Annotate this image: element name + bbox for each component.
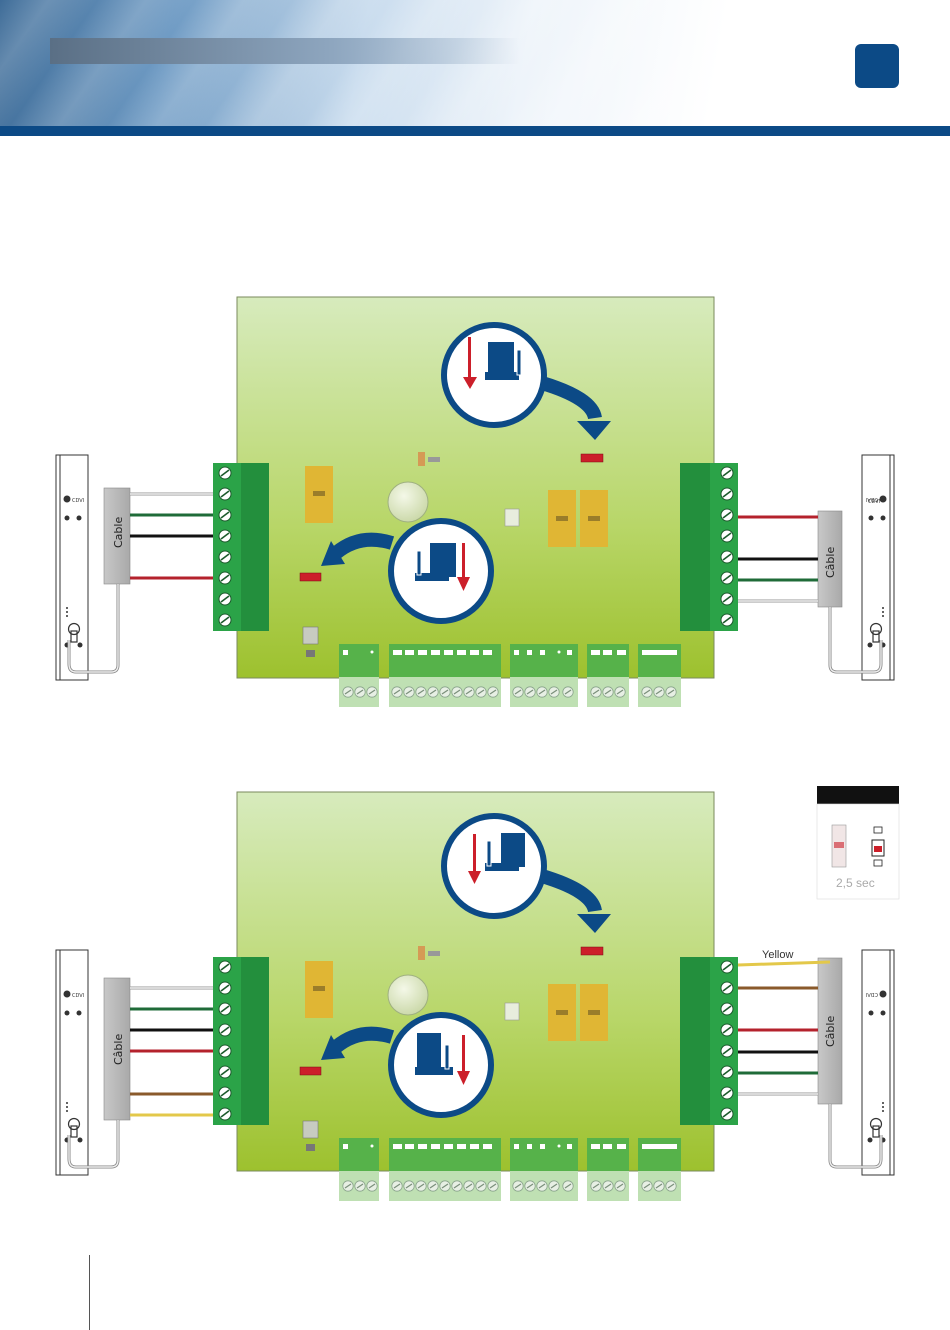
wire-label-yellow: Yellow: [762, 949, 793, 961]
electric-lock-left-2: [56, 950, 88, 1175]
resistor: [418, 452, 425, 466]
battery-cell-2: [388, 975, 428, 1015]
wires-right-2: [738, 962, 830, 1094]
jumper-detail-top-2: [444, 816, 544, 916]
jumper-detail-top: [444, 325, 544, 425]
electric-lock-left: [56, 455, 88, 680]
cable-label-left: Cable: [112, 517, 125, 548]
cable-label-right: Câble: [824, 547, 837, 578]
resistor-2: [418, 946, 425, 960]
chip: [505, 509, 519, 526]
connector-small: [303, 627, 318, 644]
chip-2: [505, 1003, 519, 1020]
cable-label-left-2: Câble: [112, 1034, 125, 1065]
terminal-block-left: [213, 463, 269, 631]
connector-small-2: [303, 1121, 318, 1138]
jumper-top-red-2: [581, 947, 603, 955]
electric-lock-right-2: [862, 950, 894, 1175]
lock-brand-right: CDVI: [868, 499, 880, 505]
wires-left-2: [130, 988, 225, 1115]
jumper-detail-bottom: [391, 521, 491, 621]
jumper-left-red: [300, 573, 321, 581]
jumper-detail-bottom-2: [391, 1015, 491, 1115]
electric-lock-right: [862, 455, 894, 680]
wires-right: [738, 517, 818, 601]
jumper-left-red-2: [300, 1067, 321, 1075]
terminal-block-right-2: [680, 957, 738, 1125]
battery-cell: [388, 482, 428, 522]
terminal-block-right: [680, 463, 738, 631]
jumper-top-red: [581, 454, 603, 462]
cable-label-right-2: Câble: [824, 1016, 837, 1047]
page-gutter-line: [89, 1255, 90, 1330]
terminal-block-left-2: [213, 957, 269, 1125]
inset-time-label: 2,5 sec: [836, 876, 875, 890]
wires-left: [130, 494, 225, 578]
wiring-diagram-2: Câble Câble: [56, 786, 899, 1201]
wiring-diagram-1: Cable CDVI Câble: [56, 297, 894, 707]
